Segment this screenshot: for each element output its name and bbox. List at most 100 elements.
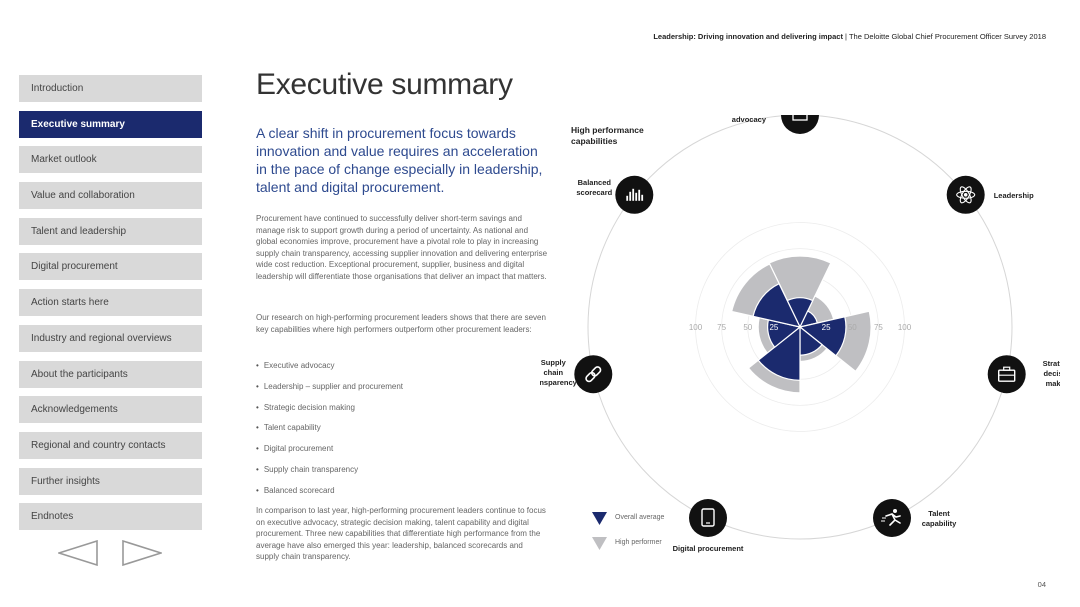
report-header-bold: Leadership: Driving innovation and deliv… [653,32,843,41]
chart-rings [587,115,1013,540]
legend-marker-high-performer [592,537,607,550]
icon-shape [885,513,901,526]
category-label-line: Strategic [1043,359,1060,368]
overall-average-bar [798,316,847,357]
previous-page-arrow-icon[interactable] [58,540,98,566]
icon-shape [959,186,972,204]
nav-item-value-and-collaboration[interactable]: Value and collaboration [19,182,202,210]
nav-item-industry-and-regional-overviews[interactable]: Industry and regional overviews [19,324,202,352]
category-label-line: capability [922,519,957,528]
briefcase-icon [987,355,1026,394]
icon-shape [1003,366,1011,371]
report-header-rest: The Deloitte Global Chief Procurement Of… [848,32,1046,41]
category-label-line: making [1046,379,1060,388]
runner-icon [873,499,911,537]
overall-average-bar [757,325,801,381]
podium-icon [781,115,819,134]
category-label-line: scorecard [576,188,612,197]
icon-shape [590,366,602,377]
nav-item-executive-summary[interactable]: Executive summary [19,110,202,138]
nav-item-digital-procurement[interactable]: Digital procurement [19,253,202,281]
high-performer-bar [768,255,832,329]
icon-background [987,355,1026,394]
capabilities-list: Executive advocacy Leadership – supplier… [256,361,403,507]
nav-item-introduction[interactable]: Introduction [19,75,202,102]
legend-label-overall-average: Overall average [615,514,665,521]
radial-tick-label: 100 [689,323,703,332]
list-item: Balanced scorecard [256,486,403,507]
page-title: Executive summary [256,68,513,101]
overall-average-bars [752,282,847,381]
category-label-line: Leadership [994,191,1034,200]
radial-tick-label: 25 [822,323,831,332]
atom-icon [946,175,985,214]
icon-shape [959,186,972,204]
icon-shape [638,189,641,201]
body-paragraph-1: Procurement have continued to successful… [256,214,548,281]
nav-item-action-starts-here[interactable]: Action starts here [19,289,202,317]
icon-background [873,499,911,537]
report-header: Leadership: Driving innovation and deliv… [653,32,1046,41]
radial-tick-label: 50 [848,323,857,332]
nav-item-talent-and-leadership[interactable]: Talent and leadership [19,217,202,245]
list-item: Supply chain transparency [256,465,403,486]
icon-shape [792,115,808,121]
nav-item-market-outlook[interactable]: Market outlook [19,146,202,174]
icon-shape [629,191,632,201]
next-page-arrow-icon[interactable] [122,540,162,566]
icon-shape [893,509,897,513]
category-label-line: Digital procurement [673,544,744,553]
nav-item-regional-and-country-contacts[interactable]: Regional and country contacts [19,431,202,459]
category-label: Leadership [994,191,1034,200]
page-arrows [58,540,162,566]
icon-shape [956,190,976,199]
bar-chart-icon [615,175,654,214]
radial-tick-label: 50 [743,323,752,332]
icon-shape [626,195,629,201]
nav-item-about-the-participants[interactable]: About the participants [19,360,202,388]
chart-title-line: capabilities [571,136,618,146]
icon-shape [635,192,638,201]
list-item: Executive advocacy [256,361,403,382]
legend-label-high-performer: High performer [615,539,662,546]
category-label-line: advocacy [732,115,767,124]
report-header-separator: | [842,32,849,41]
list-item: Strategic decision making [256,403,403,424]
body-paragraph-2: Our research on high-performing procurem… [256,313,546,334]
nav-item-further-insights[interactable]: Further insights [19,467,202,495]
nav-item-acknowledgements[interactable]: Acknowledgements [19,396,202,424]
chart-grid-ring [695,222,905,432]
radial-tick-label: 25 [769,323,778,332]
icon-shape [632,188,635,201]
chart-legend: Overall average High performer [592,512,665,550]
page-number: 04 [1037,580,1046,589]
category-labels: ExecutiveadvocacyLeadershipStrategicdeci… [540,115,1060,553]
lead-paragraph: A clear shift in procurement focus towar… [256,125,543,195]
icon-shape [701,508,715,527]
tablet-icon [689,499,727,537]
list-item: Talent capability [256,423,403,444]
icon-shape [585,371,596,383]
category-label-line: decision [1043,369,1060,378]
list-item: Digital procurement [256,444,403,465]
category-label-line: transparency [540,378,578,387]
icon-background [781,115,819,134]
chart-title-line: High performance [571,125,644,135]
icon-background [689,499,727,537]
icon-shape [963,193,968,197]
body-paragraph-3: In comparison to last year, high-perform… [256,506,546,561]
chain-link-icon [574,355,613,394]
category-label-line: Balanced [578,178,612,187]
nav-item-endnotes[interactable]: Endnotes [19,503,202,531]
category-label: Digital procurement [673,544,744,553]
icon-shape [641,194,644,201]
legend-marker-overall-average [592,512,607,525]
radial-tick-label: 75 [874,323,883,332]
chart-outer-ring [587,115,1013,540]
